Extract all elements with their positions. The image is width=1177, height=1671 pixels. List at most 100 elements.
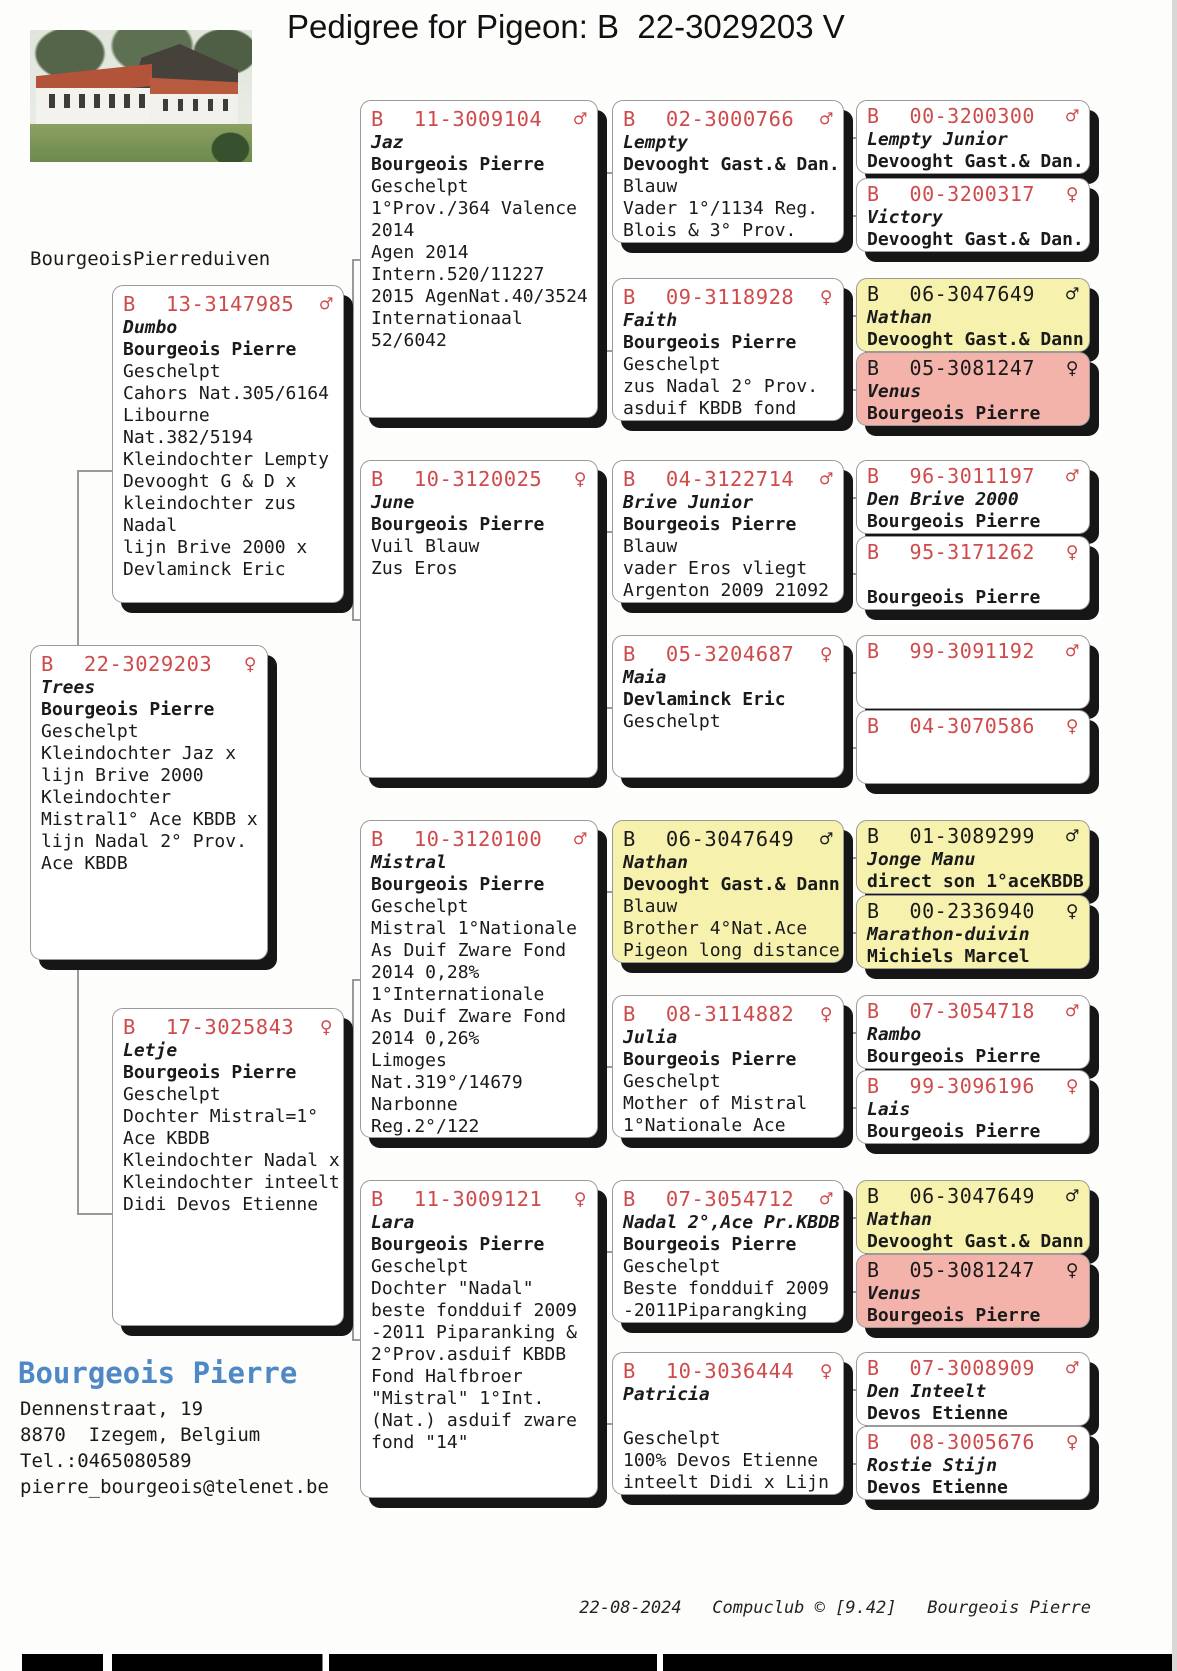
- connector-line: [850, 857, 856, 859]
- info-line: Internationaal: [371, 308, 523, 329]
- connector-line: [604, 707, 612, 709]
- ring-country: B: [623, 642, 636, 666]
- ring-country: B: [867, 1074, 880, 1098]
- ring-country: B: [867, 999, 880, 1023]
- scan-bottom-bar: [22, 1654, 1177, 1671]
- pigeon-name: Brive Junior: [623, 492, 754, 513]
- info-line: Argenton 2009 21092: [623, 580, 829, 601]
- owner-phone: Tel.:0465080589: [20, 1450, 192, 1472]
- ring-country: B: [867, 824, 880, 848]
- connector-line: [604, 1066, 612, 1068]
- male-sex-icon: ♂: [1065, 464, 1079, 488]
- connector-line: [352, 259, 360, 261]
- breeder-name: [623, 1406, 833, 1428]
- female-sex-icon: ♀: [819, 642, 833, 666]
- info-line: (Nat.) asduif zware: [371, 1410, 577, 1431]
- info-line: Geschelpt: [371, 176, 469, 197]
- info-line: lijn Nadal 2° Prov.: [41, 831, 247, 852]
- breeder-name: Devos Etienne: [867, 1477, 1008, 1498]
- female-sex-icon: ♀: [1065, 714, 1079, 738]
- connector-line: [598, 1339, 604, 1341]
- breeder-name: Devlaminck Eric: [623, 689, 786, 710]
- info-line: "Mistral" 1°Int.: [371, 1388, 545, 1409]
- ring-country: B: [623, 285, 636, 309]
- pigeon-name: Den Brive 2000: [867, 489, 1019, 510]
- connector-line: [850, 389, 856, 391]
- ring-number: 96-3011197: [909, 464, 1035, 488]
- pigeon-name: Jaz: [371, 132, 404, 153]
- ring-number: 11-3009104: [413, 107, 543, 131]
- connector-line: [604, 1251, 612, 1253]
- male-sex-icon: ♂: [319, 292, 333, 316]
- info-line: Nat.382/5194: [123, 427, 254, 448]
- female-sex-icon: ♀: [573, 467, 587, 491]
- info-line: inteelt Didi x Lijn: [623, 1472, 829, 1493]
- info-line: 2014: [371, 220, 415, 241]
- female-sex-icon: ♀: [819, 1359, 833, 1383]
- info-line: Limoges: [371, 1050, 447, 1071]
- pigeon-name: Den Inteelt: [867, 1381, 987, 1402]
- info-line: 52/6042: [371, 330, 447, 351]
- pigeon-name: Victory: [867, 207, 943, 228]
- female-sex-icon: ♀: [319, 1015, 333, 1039]
- ring-number: 22-3029203: [83, 652, 213, 676]
- ring-number: 01-3089299: [909, 824, 1035, 848]
- ring-country: B: [867, 1184, 880, 1208]
- ring-country: B: [123, 292, 136, 316]
- female-sex-icon: ♀: [1065, 540, 1079, 564]
- connector-line: [604, 1251, 606, 1423]
- info-line: zus Nadal 2° Prov.: [623, 376, 819, 397]
- info-line: Geschelpt: [623, 711, 721, 732]
- breeder-name: Bourgeois Pierre: [371, 1234, 545, 1255]
- connector-line: [850, 497, 852, 573]
- info-line: 1°Prov./364 Valence: [371, 198, 577, 219]
- ring-number: 13-3147985: [165, 292, 295, 316]
- connector-line: [77, 960, 79, 1213]
- ring-number: 99-3091192: [909, 639, 1035, 663]
- breeder-name: Bourgeois Pierre: [867, 587, 1041, 608]
- info-line: Nadal: [123, 515, 178, 536]
- connector-line: [844, 891, 850, 893]
- info-line: Geschelpt: [371, 1256, 469, 1277]
- connector-line: [352, 259, 354, 619]
- info-line: Reg.2°/122: [371, 1116, 480, 1137]
- connector-line: [598, 619, 604, 621]
- photo-plant: [198, 118, 252, 162]
- connector-line: [598, 979, 604, 981]
- info-line: Zus Eros: [371, 558, 458, 579]
- pigeon-name: Patricia: [623, 1384, 710, 1405]
- breeder-name: Bourgeois Pierre: [867, 1046, 1041, 1067]
- ring-number: 08-3114882: [665, 1002, 795, 1026]
- connector-line: [77, 1213, 112, 1215]
- info-line: Kleindochter Lempty: [123, 449, 329, 470]
- ring-number: 17-3025843: [165, 1015, 295, 1039]
- breeder-name: Bourgeois Pierre: [623, 1049, 797, 1070]
- connector-line: [604, 891, 612, 893]
- info-line: Kleindochter Nadal x: [123, 1150, 340, 1171]
- pigeon-name: Nathan: [867, 1209, 933, 1230]
- male-sex-icon: ♂: [1065, 999, 1079, 1023]
